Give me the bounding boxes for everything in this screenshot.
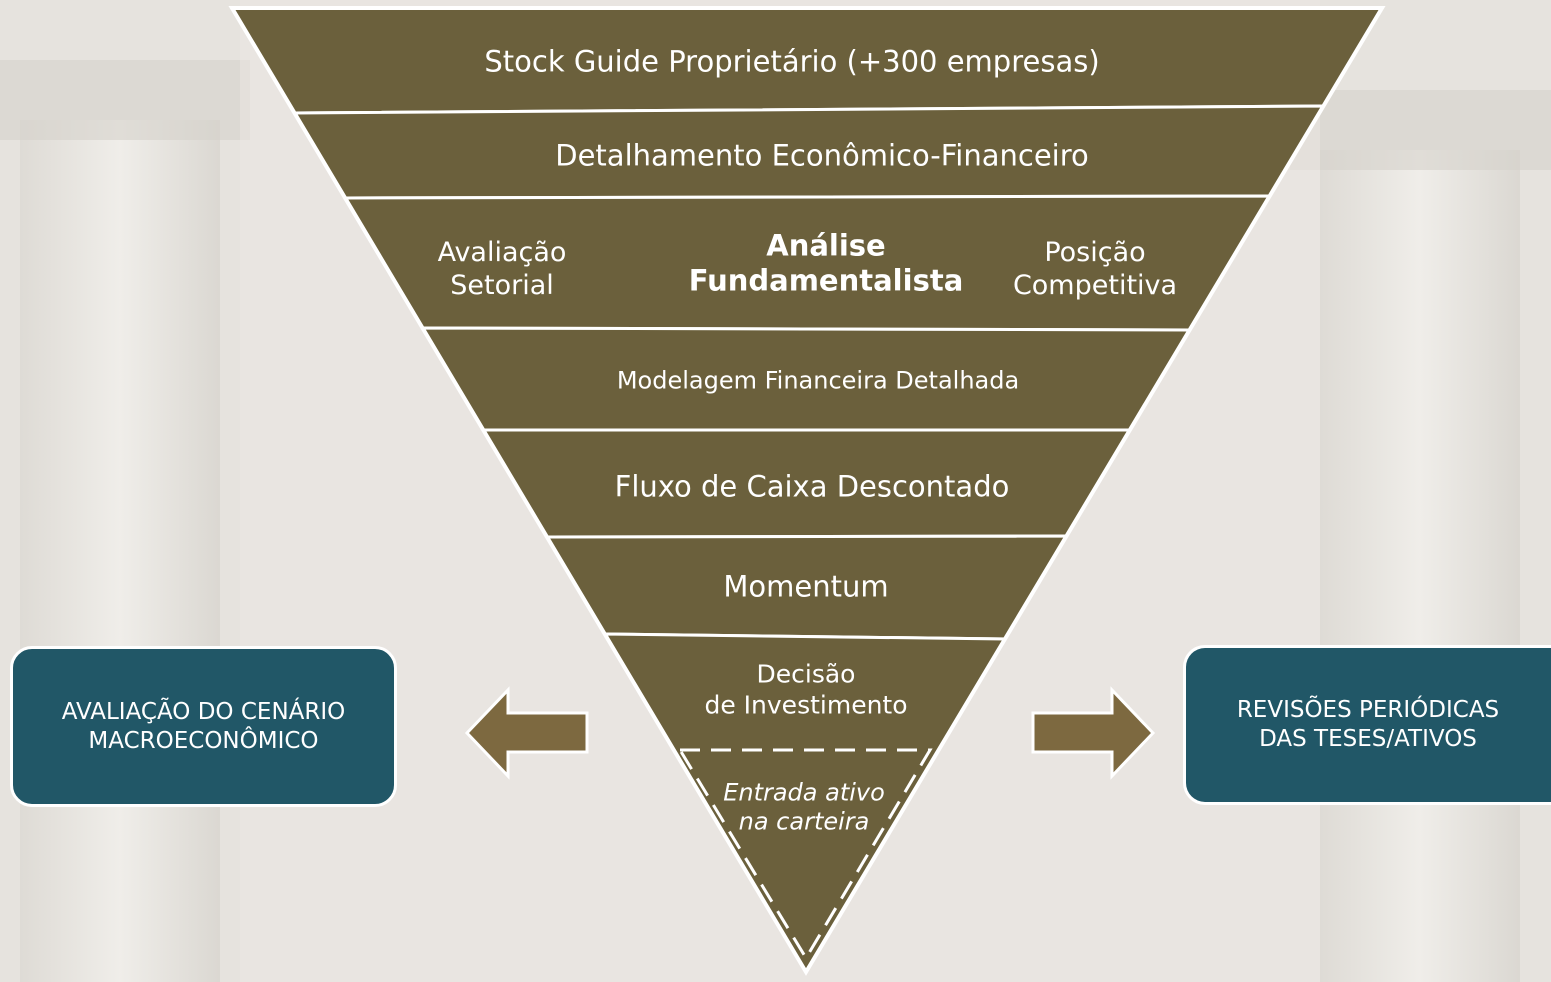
level-3-left-line-1: Avaliação: [437, 237, 567, 269]
tip-line-2: na carteira: [738, 808, 870, 836]
level-7-line-2: de Investimento: [704, 690, 908, 719]
level-3-center-label: Análise Fundamentalista: [689, 229, 964, 300]
level-7-line-1: Decisão: [756, 659, 856, 689]
funnel-outline: [228, 6, 1386, 976]
level-6-label: Momentum: [723, 569, 889, 604]
macro-scenario-box: AVALIAÇÃO DO CENÁRIO MACROECONÔMICO: [10, 646, 397, 807]
portfolio-entry-dashed-triangle: [677, 748, 933, 961]
periodic-reviews-box: REVISÕES PERIÓDICAS DAS TESES/ATIVOS: [1183, 645, 1551, 805]
tip-label: Entrada ativo na carteira: [723, 779, 885, 838]
periodic-reviews-line-1: REVISÕES PERIÓDICAS: [1236, 697, 1500, 724]
tip-line-1: Entrada ativo: [723, 778, 885, 807]
level-1-label: Stock Guide Proprietário (+300 empresas): [484, 44, 1100, 79]
periodic-reviews-line-2: DAS TESES/ATIVOS: [1259, 726, 1477, 752]
level-3-left-label: Avaliação Setorial: [438, 237, 567, 303]
level-3-right-line-1: Posição: [1044, 237, 1146, 269]
level-7-label: Decisão de Investimento: [704, 660, 907, 721]
level-3-center-line-1: Análise: [766, 228, 886, 263]
level-3-right-line-2: Competitiva: [1012, 270, 1178, 301]
arrow-left-icon: [464, 686, 589, 780]
level-5-label: Fluxo de Caixa Descontado: [614, 469, 1010, 504]
level-3-left-line-2: Setorial: [450, 270, 554, 301]
level-2-label: Detalhamento Econômico-Financeiro: [555, 138, 1089, 173]
level-3-right-label: Posição Competitiva: [1013, 237, 1177, 303]
level-3-center-line-2: Fundamentalista: [688, 264, 964, 298]
arrow-right-icon: [1031, 686, 1156, 780]
level-4-label: Modelagem Financeira Detalhada: [616, 366, 1020, 395]
macro-scenario-line-2: MACROECONÔMICO: [88, 727, 319, 754]
macro-scenario-line-1: AVALIAÇÃO DO CENÁRIO: [61, 698, 346, 725]
